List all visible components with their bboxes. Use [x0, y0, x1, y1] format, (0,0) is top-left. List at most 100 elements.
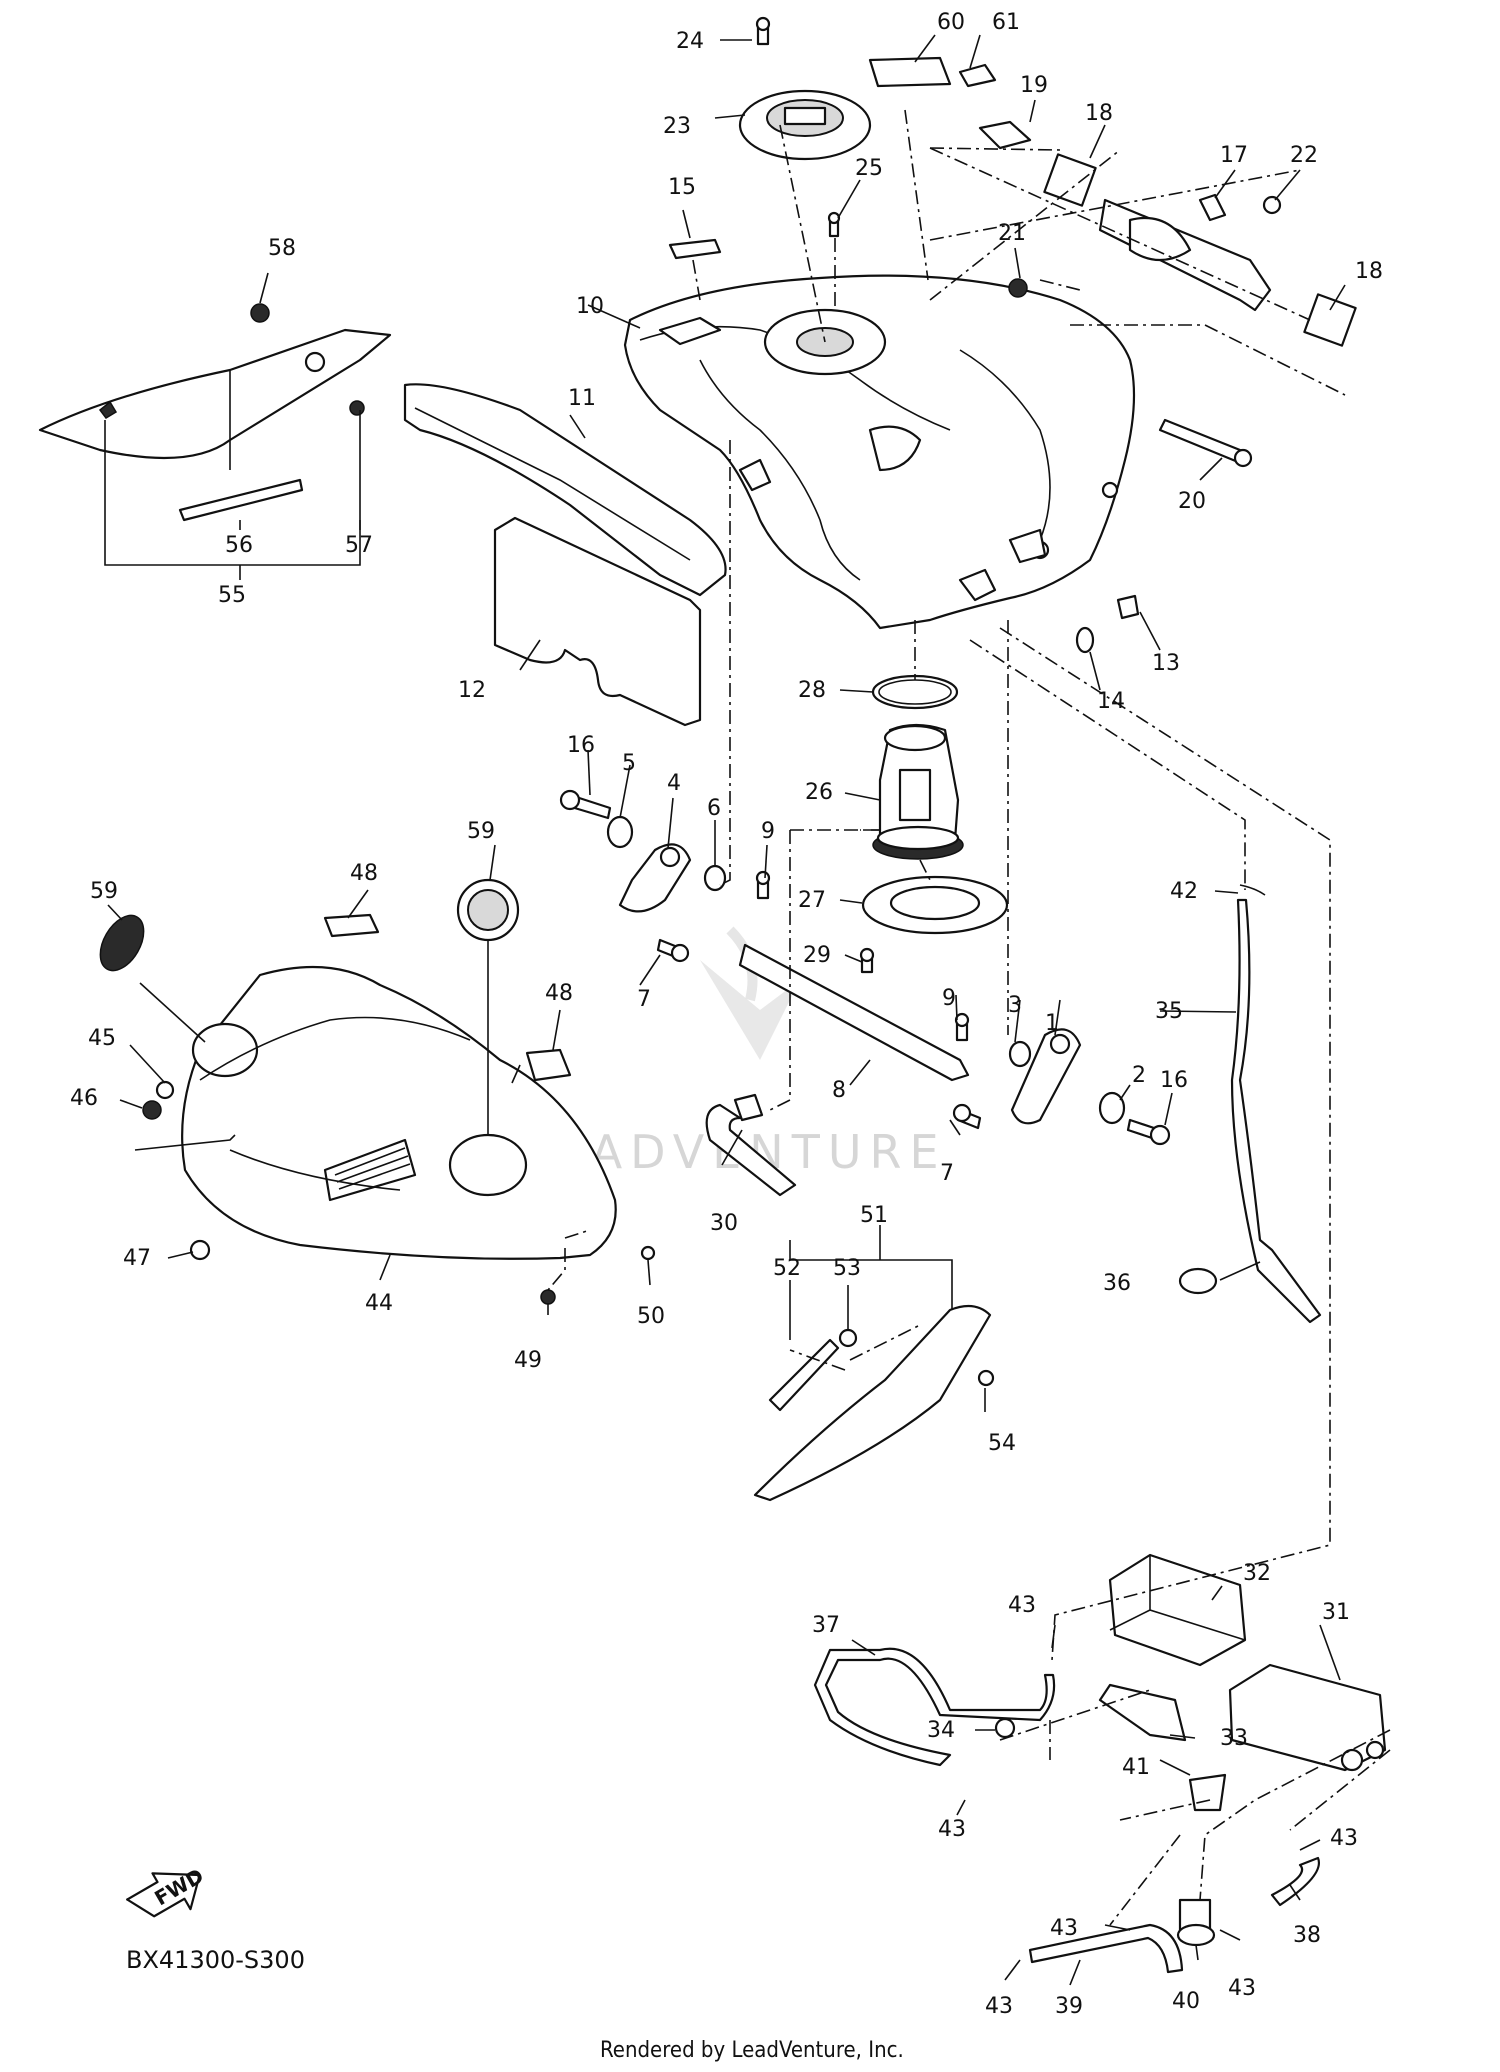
callout-16b[interactable]: 16	[1160, 1068, 1188, 1093]
callout-9a[interactable]: 9	[761, 819, 775, 844]
canister-31[interactable]	[1228, 1663, 1387, 1772]
callout-59b[interactable]: 59	[467, 819, 495, 844]
bolt-9a[interactable]	[755, 870, 771, 900]
bolt-7a[interactable]	[656, 938, 690, 963]
callout-49[interactable]: 49	[514, 1348, 542, 1373]
callout-11[interactable]: 11	[568, 386, 596, 411]
callout-43e[interactable]: 43	[1228, 1976, 1256, 2001]
callout-48b[interactable]: 48	[545, 981, 573, 1006]
callout-21[interactable]: 21	[998, 221, 1026, 246]
callout-43d[interactable]: 43	[1050, 1916, 1078, 1941]
collar-6[interactable]	[703, 864, 727, 892]
callout-25[interactable]: 25	[855, 156, 883, 181]
hose-35[interactable]	[1230, 898, 1322, 1324]
callout-56[interactable]: 56	[225, 533, 253, 558]
damper-36[interactable]	[1178, 1267, 1218, 1295]
panel-12[interactable]	[493, 516, 702, 727]
callout-31[interactable]: 31	[1322, 1600, 1350, 1625]
collar-14[interactable]	[1075, 626, 1095, 654]
callout-2[interactable]: 2	[1132, 1063, 1146, 1088]
callout-57[interactable]: 57	[345, 533, 373, 558]
callout-37[interactable]: 37	[812, 1613, 840, 1638]
callout-47[interactable]: 47	[123, 1246, 151, 1271]
callout-13[interactable]: 13	[1152, 651, 1180, 676]
callout-35[interactable]: 35	[1155, 999, 1183, 1024]
callout-34[interactable]: 34	[927, 1718, 955, 1743]
labels-60-61[interactable]	[868, 56, 997, 88]
callout-59a[interactable]: 59	[90, 879, 118, 904]
bolt-24[interactable]	[755, 16, 771, 46]
callout-28[interactable]: 28	[798, 678, 826, 703]
callout-12[interactable]: 12	[458, 678, 486, 703]
label-48a[interactable]	[323, 913, 380, 938]
callout-58[interactable]: 58	[268, 236, 296, 261]
callout-16a[interactable]: 16	[567, 733, 595, 758]
bolt-16b[interactable]	[1126, 1118, 1171, 1146]
emblem-59b[interactable]	[456, 878, 520, 942]
fasteners-49-50[interactable]	[540, 1245, 656, 1305]
callout-3[interactable]: 3	[1008, 993, 1022, 1018]
tank-cover-44[interactable]	[181, 965, 617, 1260]
callout-15[interactable]: 15	[668, 175, 696, 200]
hose-38[interactable]	[1270, 1856, 1321, 1907]
callout-30[interactable]: 30	[710, 1211, 738, 1236]
callout-53[interactable]: 53	[833, 1256, 861, 1281]
side-cover-assembly-55[interactable]	[38, 303, 392, 522]
bracket-4[interactable]	[618, 843, 692, 913]
callout-1[interactable]: 1	[1045, 1011, 1059, 1036]
callout-4[interactable]: 4	[667, 771, 681, 796]
bracket-1[interactable]	[1010, 1028, 1082, 1125]
callout-10[interactable]: 10	[576, 294, 604, 319]
callout-44[interactable]: 44	[365, 1291, 393, 1316]
callout-46[interactable]: 46	[70, 1086, 98, 1111]
callout-26[interactable]: 26	[805, 780, 833, 805]
callout-55[interactable]: 55	[218, 583, 246, 608]
callout-52[interactable]: 52	[773, 1256, 801, 1281]
callout-9b[interactable]: 9	[942, 986, 956, 1011]
side-panel-51[interactable]	[753, 1304, 995, 1502]
callout-61[interactable]: 61	[992, 10, 1020, 35]
callout-24[interactable]: 24	[676, 29, 704, 54]
collar-3[interactable]	[1008, 1040, 1032, 1068]
callout-17[interactable]: 17	[1220, 143, 1248, 168]
bolt-34[interactable]	[994, 1717, 1016, 1739]
callout-54[interactable]: 54	[988, 1431, 1016, 1456]
screw-29[interactable]	[859, 947, 875, 974]
callout-19[interactable]: 19	[1020, 73, 1048, 98]
bolt-9b[interactable]	[954, 1012, 970, 1042]
callout-7a[interactable]: 7	[637, 987, 651, 1012]
hose-37[interactable]	[813, 1647, 1056, 1767]
callout-27[interactable]: 27	[798, 888, 826, 913]
callout-40[interactable]: 40	[1172, 1989, 1200, 2014]
canister-32[interactable]	[1108, 1553, 1247, 1667]
callout-33[interactable]: 33	[1220, 1726, 1248, 1751]
callout-43f[interactable]: 43	[985, 1994, 1013, 2019]
callout-48a[interactable]: 48	[350, 861, 378, 886]
callout-41[interactable]: 41	[1122, 1755, 1150, 1780]
screw-25[interactable]	[827, 211, 841, 238]
callout-8[interactable]: 8	[832, 1078, 846, 1103]
emblem-59a[interactable]	[91, 908, 152, 978]
bracket-33[interactable]	[1098, 1683, 1187, 1742]
joint-40[interactable]	[1176, 1898, 1216, 1947]
rod-8[interactable]	[738, 943, 970, 1082]
callout-18b[interactable]: 18	[1355, 259, 1383, 284]
callout-6[interactable]: 6	[707, 796, 721, 821]
callout-20[interactable]: 20	[1178, 489, 1206, 514]
callout-23[interactable]: 23	[663, 114, 691, 139]
label-48b[interactable]	[525, 1048, 572, 1082]
callout-38[interactable]: 38	[1293, 1923, 1321, 1948]
fuel-cap[interactable]	[738, 89, 872, 161]
callout-39[interactable]: 39	[1055, 1994, 1083, 2019]
callout-43b[interactable]: 43	[938, 1817, 966, 1842]
callout-5[interactable]: 5	[622, 751, 636, 776]
callout-45[interactable]: 45	[88, 1026, 116, 1051]
fuel-hose-30[interactable]	[705, 1093, 797, 1197]
callout-36[interactable]: 36	[1103, 1271, 1131, 1296]
callout-14[interactable]: 14	[1097, 689, 1125, 714]
callout-22[interactable]: 22	[1290, 143, 1318, 168]
callout-43c[interactable]: 43	[1330, 1826, 1358, 1851]
callout-42[interactable]: 42	[1170, 879, 1198, 904]
callout-60[interactable]: 60	[937, 10, 965, 35]
callout-18a[interactable]: 18	[1085, 101, 1113, 126]
